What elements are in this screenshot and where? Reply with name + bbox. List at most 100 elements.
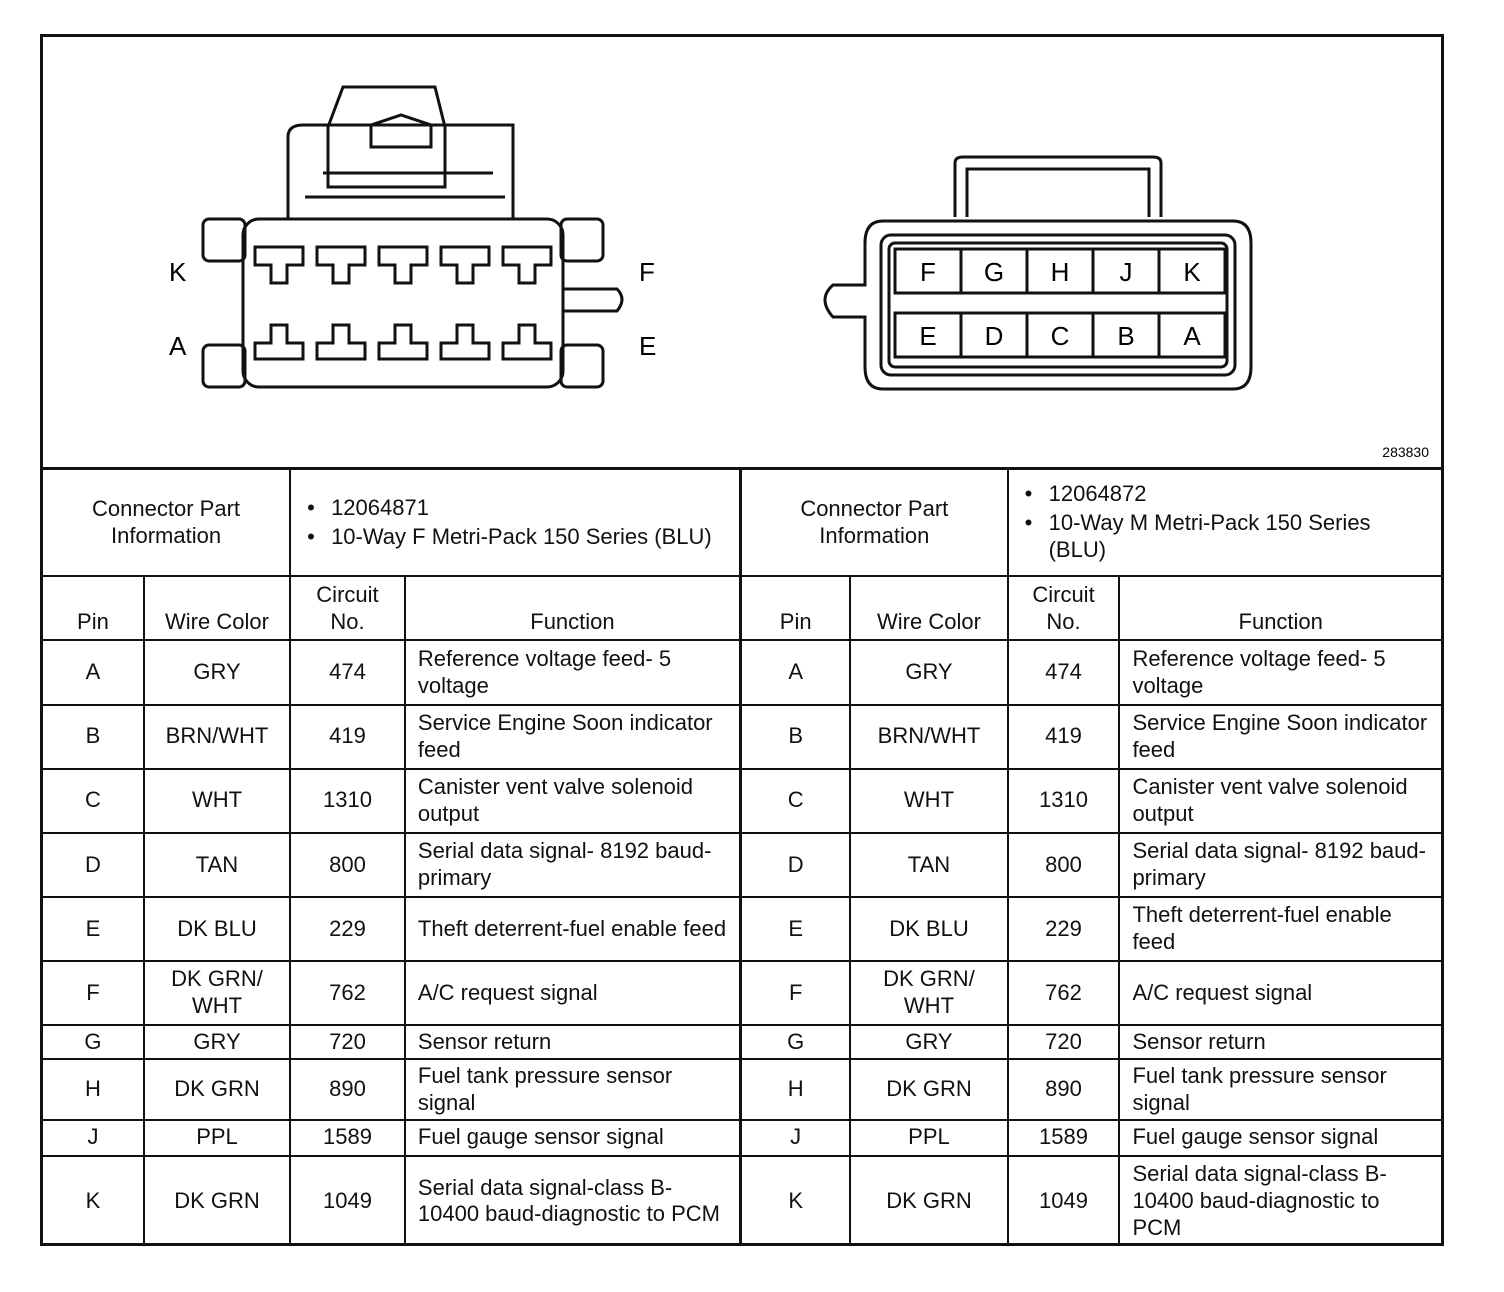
male-pin-label-k: K bbox=[1183, 257, 1201, 287]
female-pin-label-k: K bbox=[169, 257, 187, 287]
function-cell: A/C request signal bbox=[403, 960, 739, 1027]
male-pin-label-a: A bbox=[1183, 321, 1201, 351]
pin-cell: H bbox=[43, 1058, 145, 1121]
circuit-cell: 1310 bbox=[289, 767, 406, 834]
pin-cell: H bbox=[742, 1058, 852, 1121]
circuit-cell: 800 bbox=[1006, 831, 1121, 899]
female-terminal-slot-upper bbox=[439, 245, 491, 285]
male-pin-label-j: J bbox=[1120, 257, 1133, 287]
wire-color-cell: DK GRN/ WHT bbox=[849, 960, 1009, 1027]
wire-color-cell: GRY bbox=[142, 640, 292, 706]
circuit-cell: 474 bbox=[289, 640, 406, 706]
male-pin-label-d: D bbox=[985, 321, 1004, 351]
female-terminal-slot-lower bbox=[501, 323, 553, 361]
circuit-cell: 890 bbox=[289, 1058, 406, 1121]
wire-color-cell: DK BLU bbox=[142, 896, 292, 963]
female-pin-label-f: F bbox=[639, 257, 655, 287]
wire-color-cell: BRN/WHT bbox=[142, 703, 292, 770]
pin-cell: K bbox=[43, 1154, 145, 1246]
function-cell: Service Engine Soon indicator feed bbox=[403, 703, 739, 770]
header-circuit: Circuit No. bbox=[1006, 575, 1121, 642]
male-pin-label-b: B bbox=[1117, 321, 1134, 351]
female-terminal-slot-lower bbox=[377, 323, 429, 361]
wire-color-cell: GRY bbox=[849, 1024, 1009, 1061]
pin-cell: G bbox=[43, 1024, 145, 1061]
part-description: 10-Way M Metri-Pack 150 Series (BLU) bbox=[1025, 510, 1433, 564]
pin-cell: F bbox=[43, 960, 145, 1027]
function-cell: Sensor return bbox=[403, 1024, 739, 1061]
header-wire-color: Wire Color bbox=[849, 575, 1009, 642]
wire-color-cell: DK GRN/ WHT bbox=[142, 960, 292, 1027]
part-info-row: Connector Part Information 12064872 10-W… bbox=[742, 470, 1441, 578]
function-cell: Theft deterrent-fuel enable feed bbox=[1118, 896, 1441, 963]
male-connector-table-panel: Connector Part Information 12064872 10-W… bbox=[742, 470, 1441, 1246]
male-pin-label-h: H bbox=[1051, 257, 1070, 287]
wire-color-cell: DK GRN bbox=[142, 1154, 292, 1246]
wire-color-cell: DK GRN bbox=[849, 1154, 1009, 1246]
male-pin-label-f: F bbox=[920, 257, 936, 287]
pin-cell: B bbox=[742, 703, 852, 770]
function-cell: Serial data signal- 8192 baud-primary bbox=[1118, 831, 1441, 899]
pin-cell: C bbox=[742, 767, 852, 834]
wire-color-cell: WHT bbox=[849, 767, 1009, 834]
wire-color-cell: PPL bbox=[849, 1118, 1009, 1157]
male-pin-label-e: E bbox=[919, 321, 936, 351]
female-pin-label-a: A bbox=[169, 331, 187, 361]
pin-cell: D bbox=[43, 831, 145, 899]
pin-cell: E bbox=[742, 896, 852, 963]
part-description: 10-Way F Metri-Pack 150 Series (BLU) bbox=[307, 524, 731, 551]
function-cell: Serial data signal-class B- 10400 baud-d… bbox=[1118, 1154, 1441, 1246]
part-info-row: Connector Part Information 12064871 10-W… bbox=[43, 470, 739, 578]
header-circuit: Circuit No. bbox=[289, 575, 406, 642]
female-terminal-slot-lower bbox=[315, 323, 367, 361]
male-pin-cell bbox=[1157, 311, 1227, 359]
male-pin-label-g: G bbox=[984, 257, 1004, 287]
male-pin-cell bbox=[1157, 247, 1227, 295]
function-cell: A/C request signal bbox=[1118, 960, 1441, 1027]
function-cell: Sensor return bbox=[1118, 1024, 1441, 1061]
circuit-cell: 890 bbox=[1006, 1058, 1121, 1121]
pin-cell: J bbox=[43, 1118, 145, 1157]
pinout-tables: Connector Part Information 12064871 10-W… bbox=[43, 467, 1441, 1246]
wire-color-cell: PPL bbox=[142, 1118, 292, 1157]
female-terminal-slots bbox=[253, 245, 553, 361]
pin-cell: C bbox=[43, 767, 145, 834]
wire-color-cell: TAN bbox=[142, 831, 292, 899]
male-pin-label-c: C bbox=[1051, 321, 1070, 351]
female-terminal-slot-upper bbox=[501, 245, 553, 285]
pin-cell: A bbox=[742, 640, 852, 706]
wire-color-cell: GRY bbox=[849, 640, 1009, 706]
header-pin: Pin bbox=[742, 575, 852, 642]
pin-cell: B bbox=[43, 703, 145, 770]
circuit-cell: 1589 bbox=[289, 1118, 406, 1157]
wire-color-cell: DK GRN bbox=[142, 1058, 292, 1121]
pin-cell: D bbox=[742, 831, 852, 899]
wire-color-cell: DK BLU bbox=[849, 896, 1009, 963]
female-terminal-slot-upper bbox=[377, 245, 429, 285]
function-cell: Fuel tank pressure sensor signal bbox=[1118, 1058, 1441, 1121]
circuit-cell: 1589 bbox=[1006, 1118, 1121, 1157]
function-cell: Canister vent valve solenoid output bbox=[403, 767, 739, 834]
female-terminal-slot-lower bbox=[253, 323, 305, 361]
header-function: Function bbox=[1118, 575, 1441, 642]
function-cell: Service Engine Soon indicator feed bbox=[1118, 703, 1441, 770]
function-cell: Reference voltage feed- 5 voltage bbox=[403, 640, 739, 706]
circuit-cell: 474 bbox=[1006, 640, 1121, 706]
female-terminal-slot-lower bbox=[439, 323, 491, 361]
